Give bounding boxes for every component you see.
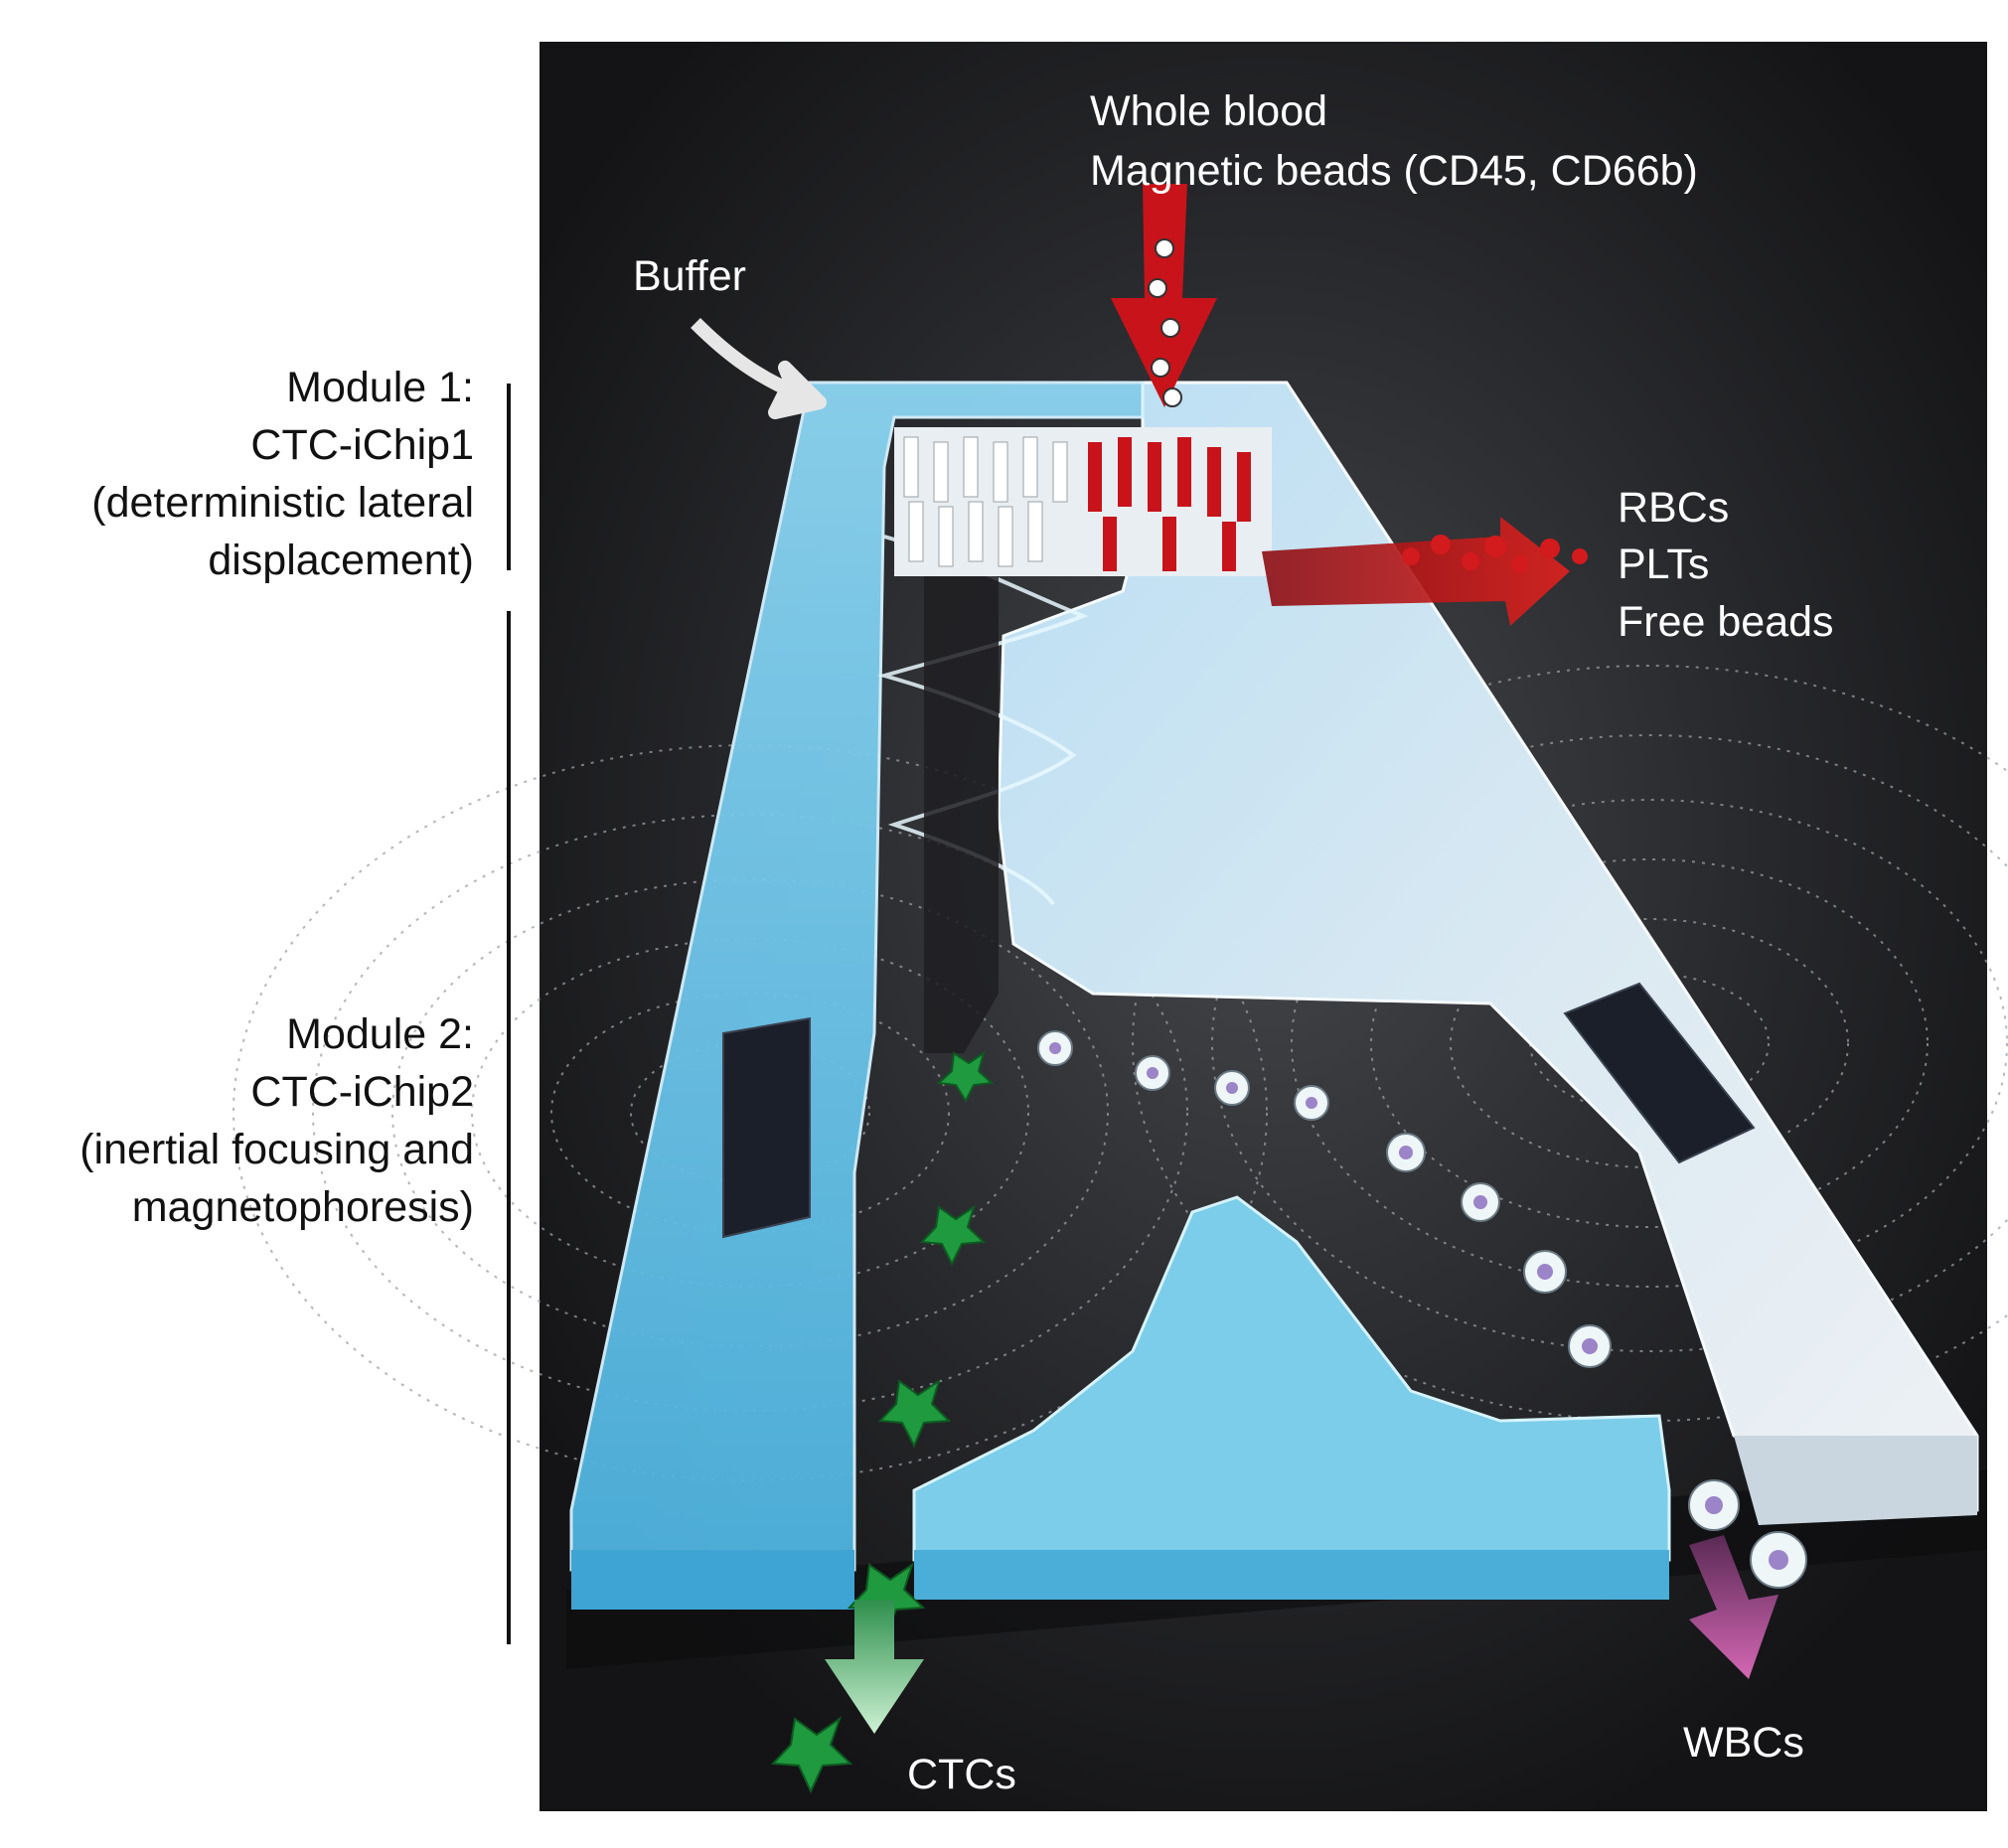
red-pillars: [1088, 437, 1251, 571]
wbcs-label: WBCs: [1683, 1719, 1804, 1767]
buffer-label: Buffer: [633, 252, 746, 300]
left-magnet: [722, 1016, 811, 1239]
rbcs-label: RBCs: [1618, 484, 1729, 532]
inlet-cells: [1148, 238, 1182, 407]
svg-text:(inertial focusing and: (inertial focusing and: [79, 1126, 474, 1173]
ctc-outlet-arrow: [825, 1600, 924, 1734]
right-magnet: [1563, 982, 1756, 1164]
whole-blood-label: Whole blood: [1090, 87, 1327, 135]
wbc-nuclei: [1049, 1042, 1788, 1570]
svg-text:magnetophoresis): magnetophoresis): [132, 1183, 474, 1231]
svg-text:(deterministic lateral: (deterministic lateral: [91, 479, 474, 527]
magnets: [722, 982, 1756, 1239]
buffer-channel-side: [571, 1550, 854, 1610]
free-beads-label: Free beads: [1618, 598, 1834, 646]
buffer-arrow: [691, 318, 827, 419]
separation-path: [924, 556, 999, 1053]
chip-right-side-face: [1734, 1436, 1977, 1525]
svg-text:CTC-iChip2: CTC-iChip2: [250, 1068, 474, 1116]
lower-chip-block: [912, 1195, 1671, 1562]
white-pillars: [903, 436, 1068, 567]
red-blood-cells: [1402, 535, 1588, 573]
svg-text:CTC-iChip1: CTC-iChip1: [250, 421, 474, 469]
module-1-label: Module 1: CTC-iChip1 (deterministic late…: [91, 364, 474, 584]
wbc-outlet-arrow: [1689, 1535, 1778, 1679]
magnetic-beads-label: Magnetic beads (CD45, CD66b): [1090, 147, 1698, 195]
lower-chip-block-side: [914, 1550, 1669, 1600]
svg-text:Module 1:: Module 1:: [286, 364, 474, 411]
ctcs-label: CTCs: [907, 1751, 1016, 1798]
svg-text:Module 2:: Module 2:: [286, 1010, 474, 1058]
plts-label: PLTs: [1618, 540, 1709, 588]
module-2-label: Module 2: CTC-iChip2 (inertial focusing …: [79, 1010, 474, 1231]
dld-pillar-array: [894, 427, 1272, 576]
svg-text:displacement): displacement): [208, 537, 474, 584]
